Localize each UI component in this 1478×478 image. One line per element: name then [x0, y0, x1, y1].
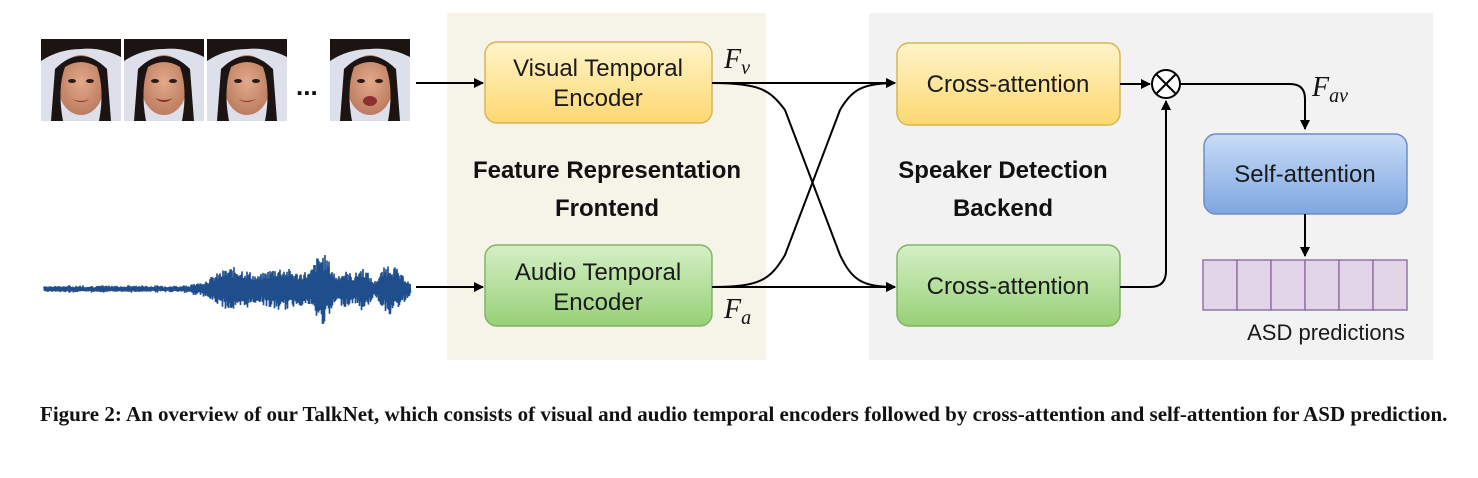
backend-title-line2: Backend: [953, 195, 1053, 222]
fusion-multiply-icon: [1151, 69, 1181, 99]
video-frame-4: [330, 39, 410, 121]
cross-attention-bottom-label: Cross-attention: [927, 273, 1090, 300]
fa-to-top-cross-attention-arrow: [711, 78, 896, 288]
visual-encoder-label-line2: Encoder: [553, 85, 642, 112]
backend-title-line1: Speaker Detection: [898, 157, 1107, 184]
audio-encoder-label-line2: Encoder: [553, 289, 642, 316]
fav-label: Fav: [1311, 72, 1348, 107]
fv-label: Fv: [723, 44, 750, 79]
video-frame-1: [41, 39, 121, 121]
video-frames: ...: [41, 39, 410, 121]
frames-ellipsis: ...: [296, 71, 318, 101]
prediction-cell: [1270, 259, 1306, 311]
prediction-cell: [1338, 259, 1374, 311]
audio-encoder-label-line1: Audio Temporal: [515, 259, 681, 286]
asd-predictions-label: ASD predictions: [1247, 320, 1405, 345]
prediction-cell: [1372, 259, 1408, 311]
asd-predictions-bar: [1202, 259, 1408, 311]
frontend-title-line1: Feature Representation: [473, 157, 741, 184]
talknet-diagram: ... Visual Temporal Encoder Audio Tempor…: [41, 13, 1433, 360]
prediction-cell: [1202, 259, 1238, 311]
fusion-to-self-attention-arrow: [1180, 83, 1310, 130]
video-frame-3: [207, 39, 287, 121]
audio-temporal-encoder: [484, 244, 713, 327]
frontend-title-line2: Frontend: [555, 195, 659, 222]
video-frame-2: [124, 39, 204, 121]
figure-caption: Figure 2: An overview of our TalkNet, wh…: [40, 402, 1448, 426]
cross-attention-bottom: [896, 244, 1121, 327]
fv-to-bottom-cross-attention-arrow: [711, 82, 896, 292]
prediction-cell: [1236, 259, 1272, 311]
audio-waveform: [43, 254, 412, 325]
prediction-cell: [1304, 259, 1340, 311]
self-attention-label: Self-attention: [1234, 161, 1375, 188]
bottom-cross-to-fusion-arrow: [1120, 100, 1171, 288]
cross-attention-top-label: Cross-attention: [927, 71, 1090, 98]
fa-label: Fa: [723, 294, 751, 329]
visual-encoder-label-line1: Visual Temporal: [513, 55, 683, 82]
